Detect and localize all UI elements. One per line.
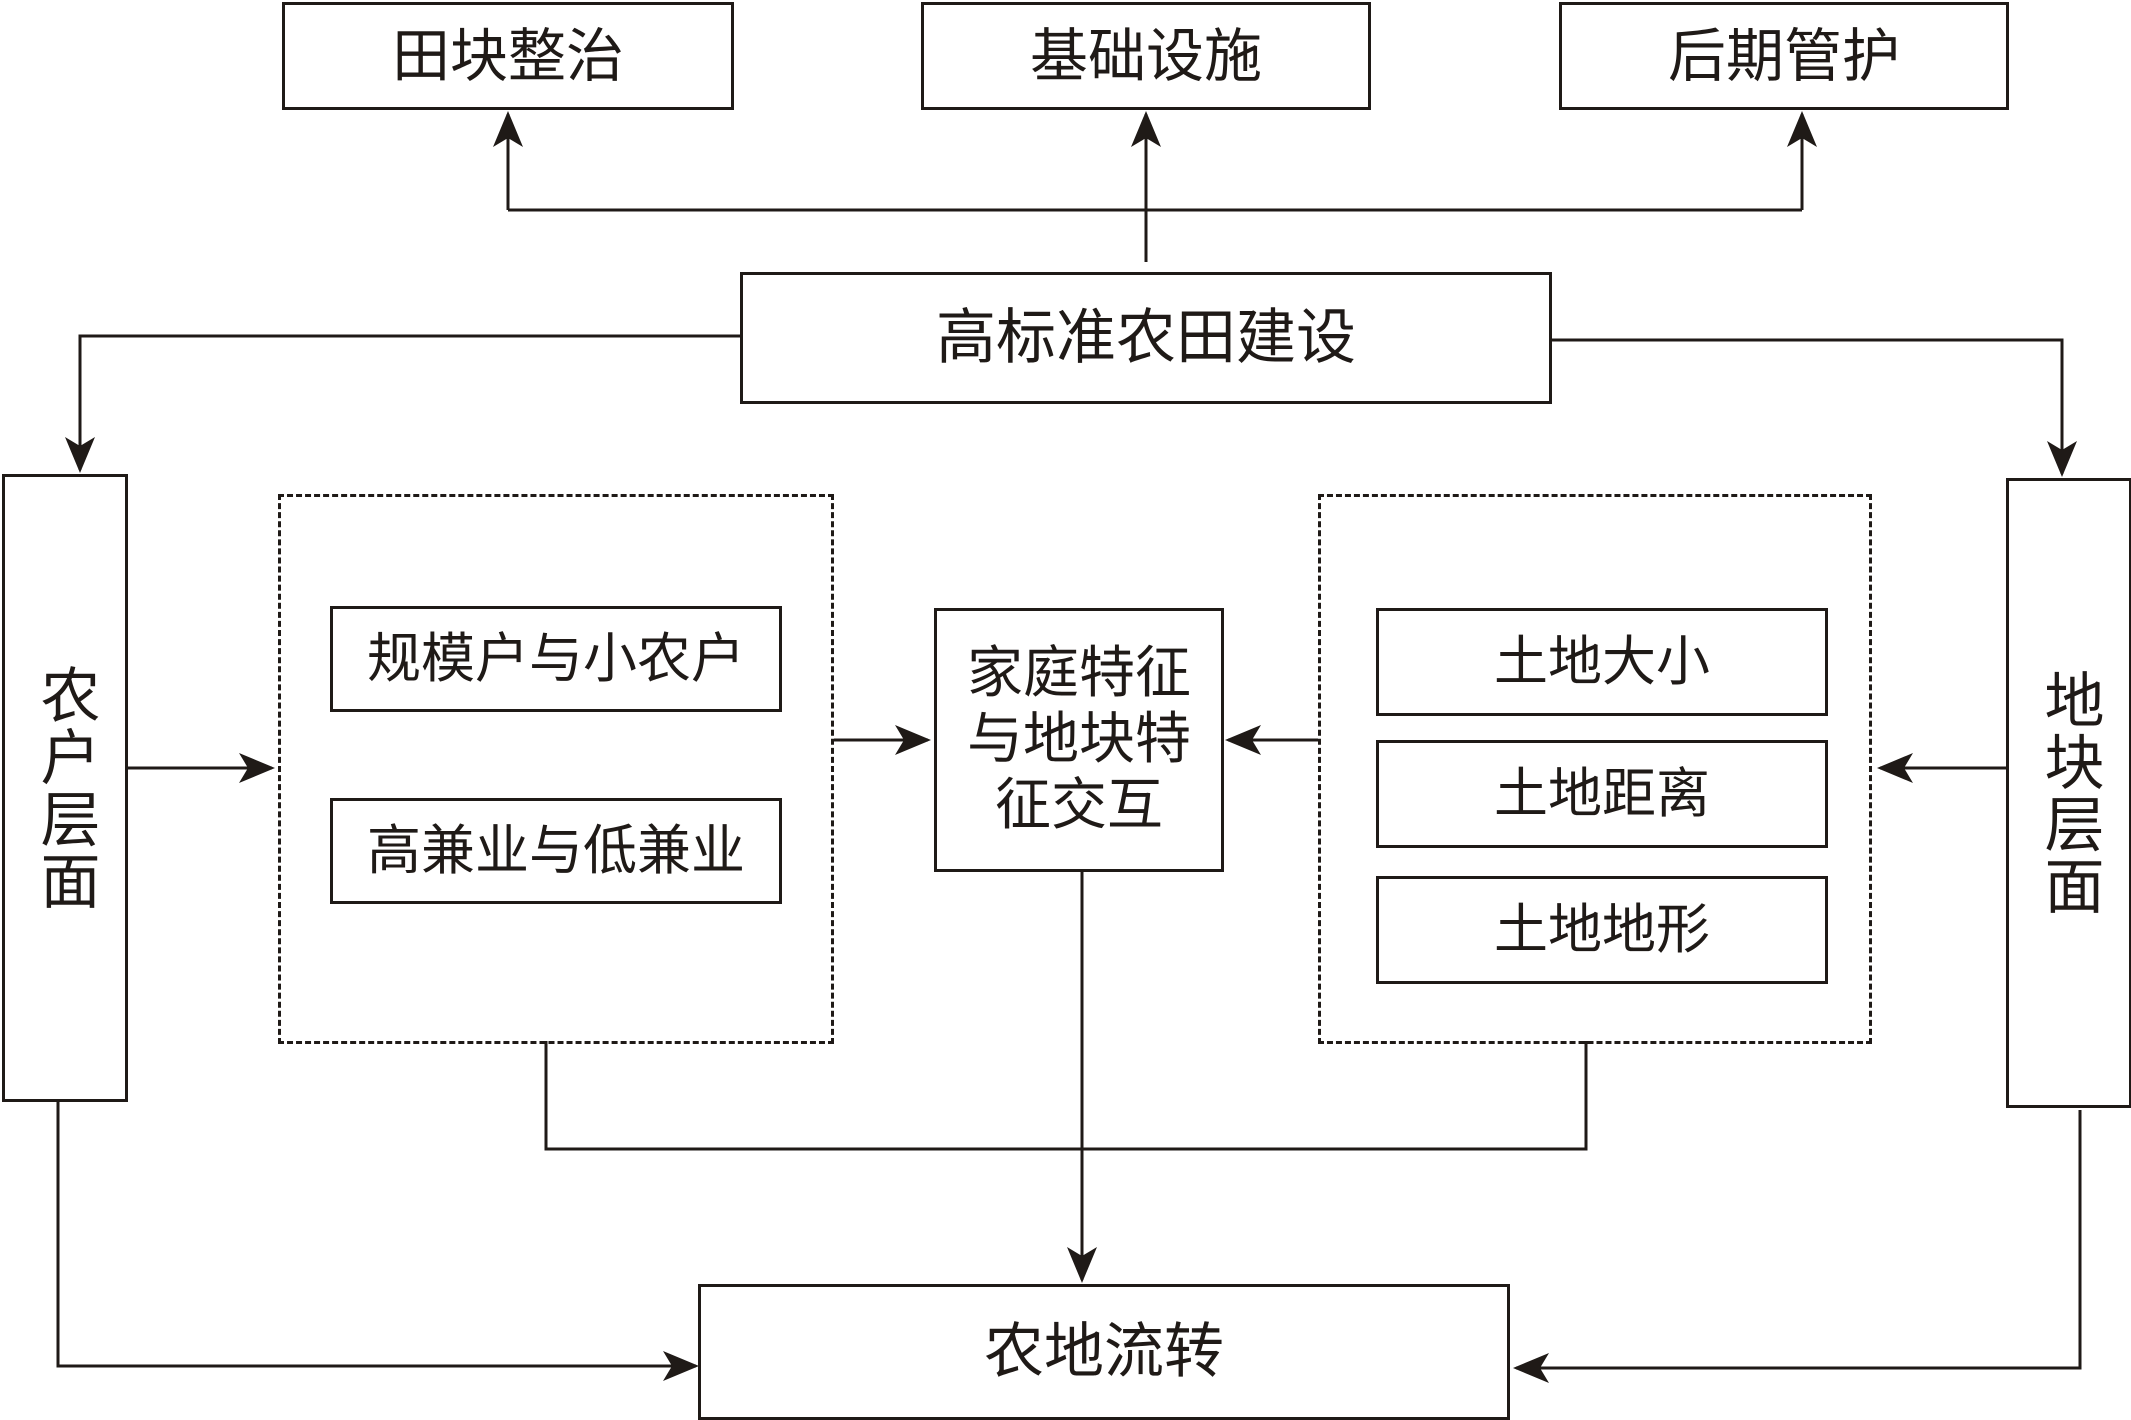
plot-features-group bbox=[1318, 494, 1872, 1044]
interaction-label: 家庭特征 与地块特 征交互 bbox=[967, 641, 1191, 839]
plot-item-distance: 土地距离 bbox=[1376, 740, 1828, 848]
maintenance-box: 后期管护 bbox=[1559, 2, 2009, 110]
high-standard-farmland-label: 高标准农田建设 bbox=[936, 303, 1356, 373]
arrow-household-to-transfer bbox=[56, 1102, 699, 1381]
field-consolidation-label: 田块整治 bbox=[391, 22, 624, 90]
connector-bottom-bus bbox=[544, 1041, 1588, 1151]
household-item-label: 高兼业与低兼业 bbox=[367, 819, 745, 882]
plot-level-label: 地块层面 bbox=[2034, 669, 2104, 917]
interaction-line: 与地块特 bbox=[967, 706, 1191, 772]
plot-item-label: 土地距离 bbox=[1494, 762, 1710, 825]
infrastructure-box: 基础设施 bbox=[921, 2, 1371, 110]
high-standard-farmland-box: 高标准农田建设 bbox=[740, 272, 1552, 404]
plot-item-label: 土地地形 bbox=[1494, 898, 1710, 961]
land-transfer-label: 农地流转 bbox=[984, 1317, 1224, 1387]
arrow-to-plot-level bbox=[1552, 338, 2077, 477]
infrastructure-label: 基础设施 bbox=[1029, 22, 1262, 90]
arrow-to-household-level bbox=[65, 334, 740, 473]
household-item-part-time: 高兼业与低兼业 bbox=[330, 798, 782, 904]
household-item-label: 规模户与小农户 bbox=[367, 627, 745, 690]
plot-item-label: 土地大小 bbox=[1494, 630, 1710, 693]
land-transfer-box: 农地流转 bbox=[698, 1284, 1510, 1420]
household-level-box: 农户层面 bbox=[2, 474, 128, 1102]
household-features-group bbox=[278, 494, 834, 1044]
household-item-scale: 规模户与小农户 bbox=[330, 606, 782, 712]
household-level-label: 农户层面 bbox=[30, 664, 100, 912]
plot-item-size: 土地大小 bbox=[1376, 608, 1828, 716]
maintenance-label: 后期管护 bbox=[1667, 22, 1900, 90]
interaction-box: 家庭特征 与地块特 征交互 bbox=[934, 608, 1224, 872]
plot-level-box: 地块层面 bbox=[2006, 478, 2131, 1108]
interaction-line: 征交互 bbox=[995, 773, 1163, 839]
field-consolidation-box: 田块整治 bbox=[282, 2, 734, 110]
arrow-plot-to-transfer bbox=[1513, 1110, 2082, 1383]
plot-item-terrain: 土地地形 bbox=[1376, 876, 1828, 984]
interaction-line: 家庭特征 bbox=[967, 640, 1191, 706]
